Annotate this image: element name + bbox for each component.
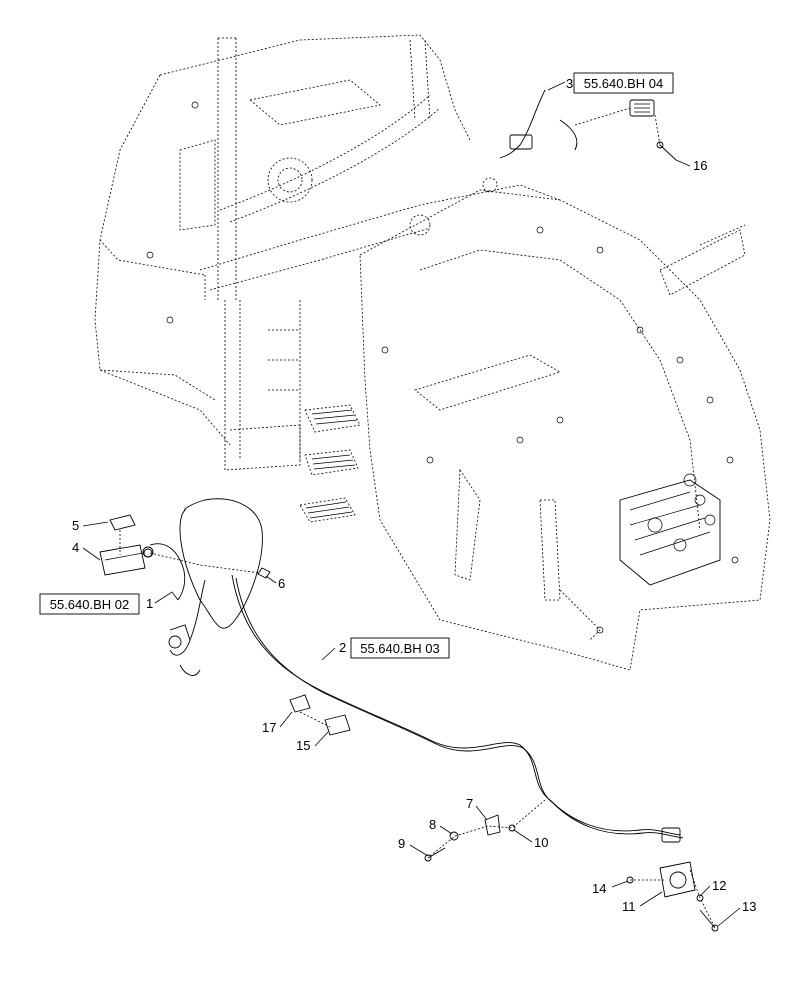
callout-6: 6 — [278, 576, 285, 591]
harness-3[interactable] — [499, 89, 655, 159]
callout-16: 16 — [693, 158, 707, 173]
nut-10 — [508, 824, 516, 832]
bolt-9 — [424, 847, 446, 862]
callout-3: 3 — [566, 76, 573, 91]
alignment-lines — [119, 107, 716, 929]
callout-17: 17 — [262, 720, 276, 735]
callout-11: 11 — [622, 899, 636, 914]
step-plate-middle — [304, 449, 359, 476]
callout-5: 5 — [72, 518, 79, 533]
washer-12 — [696, 894, 704, 902]
nut-14 — [626, 876, 634, 884]
callout-numbers: 1 2 3 4 5 6 7 8 9 10 11 12 13 14 15 16 1… — [72, 76, 756, 914]
callout-14: 14 — [592, 881, 606, 896]
tractor-frame-outline — [94, 34, 771, 671]
connector-near-4 — [143, 548, 153, 558]
callout-9: 9 — [398, 836, 405, 851]
callout-7: 7 — [466, 796, 473, 811]
callout-15: 15 — [296, 738, 310, 753]
ref-box-2[interactable]: 55.640.BH 03 — [350, 637, 450, 659]
bracket-7 — [484, 814, 501, 836]
callout-12: 12 — [712, 878, 726, 893]
step-plate-lower — [299, 497, 356, 523]
mounting-holes — [146, 101, 739, 634]
step-plate-upper — [304, 404, 361, 433]
module-4 — [99, 544, 146, 576]
harness-1[interactable] — [142, 543, 206, 676]
socket-11 — [659, 861, 696, 898]
callout-1: 1 — [146, 596, 153, 611]
main-harness[interactable] — [179, 498, 684, 843]
bolt-13 — [699, 909, 719, 932]
bracket-5 — [109, 514, 136, 531]
ref-box-1[interactable]: 55.640.BH 02 — [39, 593, 140, 615]
clip-17 — [289, 694, 311, 713]
callout-2: 2 — [339, 640, 346, 655]
ref-label-2: 55.640.BH 03 — [360, 641, 440, 656]
ref-label-1: 55.640.BH 02 — [50, 597, 130, 612]
callout-4: 4 — [72, 540, 79, 555]
clip-6 — [257, 567, 271, 579]
callout-13: 13 — [742, 899, 756, 914]
callout-10: 10 — [534, 835, 548, 850]
screw-16 — [656, 141, 677, 161]
ref-box-3[interactable]: 55.640.BH 04 — [573, 72, 674, 94]
valve-block — [619, 473, 721, 586]
pad-15 — [324, 714, 351, 736]
leader-lines — [82, 81, 741, 927]
callout-8: 8 — [429, 817, 436, 832]
washer-8 — [449, 831, 459, 841]
ref-label-3: 55.640.BH 04 — [584, 76, 664, 91]
